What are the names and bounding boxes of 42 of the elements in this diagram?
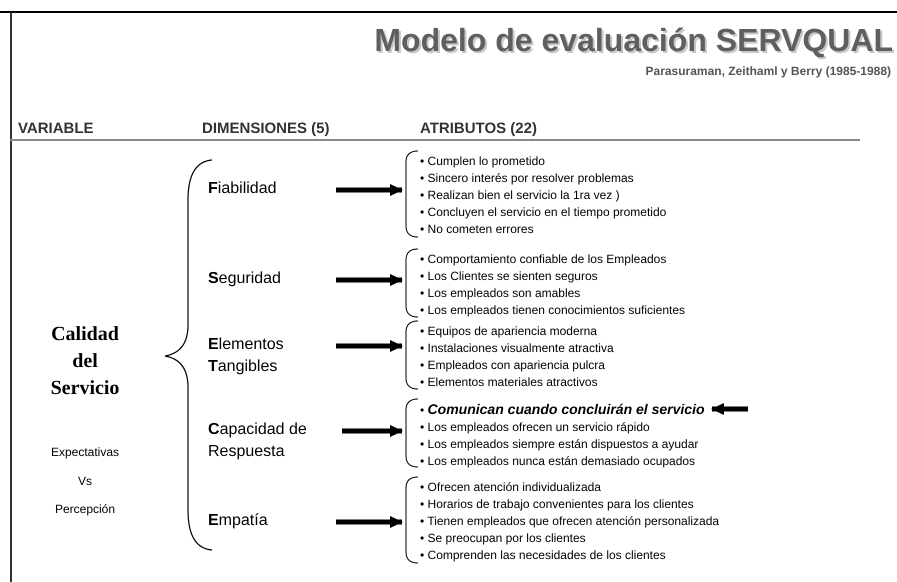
attribute-item: • Los empleados siempre están dispuestos a ayudar — [420, 436, 700, 453]
attribute-item: • Empleados con apariencia pulcra — [420, 357, 606, 374]
attribute-item: • Los empleados tienen conocimientos suficientes — [420, 302, 686, 319]
note-text: Expectativas — [50, 444, 120, 461]
arrow — [336, 516, 403, 528]
title: Modelo de evaluación SERVQUAL — [374, 21, 893, 60]
note-text: Vs — [76, 473, 93, 490]
attribute-item: • Los empleados ofrecen un servicio rápido — [420, 419, 651, 436]
attribute-item: • Instalaciones visualmente atractiva — [420, 340, 614, 357]
dimension-text: Elementos Tangibles — [208, 334, 336, 378]
subtitle: Parasuraman, Zeithaml y Berry (1985-1988) — [646, 63, 891, 80]
dimension-text: Empatía — [208, 510, 336, 534]
note-text: Percepción — [54, 501, 116, 518]
attribute-item: • Los Clientes se sienten seguros — [420, 268, 599, 285]
dimension-text: Fiabilidad — [208, 178, 336, 202]
attribute-item: • Cumplen lo prometido — [420, 153, 546, 170]
arrow — [711, 403, 748, 415]
arrow — [336, 340, 403, 352]
column-header: DIMENSIONES (5) — [202, 119, 330, 139]
arrow — [342, 425, 403, 437]
dimension-text: Capacidad de Respuesta — [208, 419, 342, 463]
attribute-item: • Horarios de trabajo convenientes para los clientes — [420, 496, 695, 513]
attribute-item: • Concluyen el servicio en el tiempo prometido — [420, 204, 666, 221]
column-header: ATRIBUTOS (22) — [420, 119, 537, 139]
attribute-item: • Ofrecen atención individualizada — [420, 479, 602, 496]
column-header: VARIABLE — [18, 119, 94, 139]
attribute-item: • Comprenden las necesidades de los clientes — [420, 547, 667, 564]
attribute-item: • Equipos de apariencia moderna — [420, 323, 598, 340]
attribute-item: • Comportamiento confiable de los Empleados — [420, 251, 668, 268]
attribute-item: • Los empleados son amables — [420, 285, 582, 302]
attribute-item: • Comunican cuando concluirán el servicio — [420, 401, 705, 419]
attribute-item: • Los empleados nunca están demasiado ocupados — [420, 453, 696, 470]
attribute-item: • No cometen errores — [420, 221, 535, 238]
attribute-item: • Sincero interés por resolver problemas — [420, 170, 635, 187]
dimension-text: Seguridad — [208, 268, 336, 292]
arrow — [336, 184, 403, 196]
variable-text: Calidad del Servicio — [42, 318, 128, 404]
attribute-item: • Realizan bien el servicio la 1ra vez ) — [420, 187, 621, 204]
attribute-item: • Elementos materiales atractivos — [420, 374, 599, 391]
arrow — [336, 274, 403, 286]
attribute-item: • Tienen empleados que ofrecen atención personalizada — [420, 513, 720, 530]
attribute-item: • Se preocupan por los clientes — [420, 530, 587, 547]
